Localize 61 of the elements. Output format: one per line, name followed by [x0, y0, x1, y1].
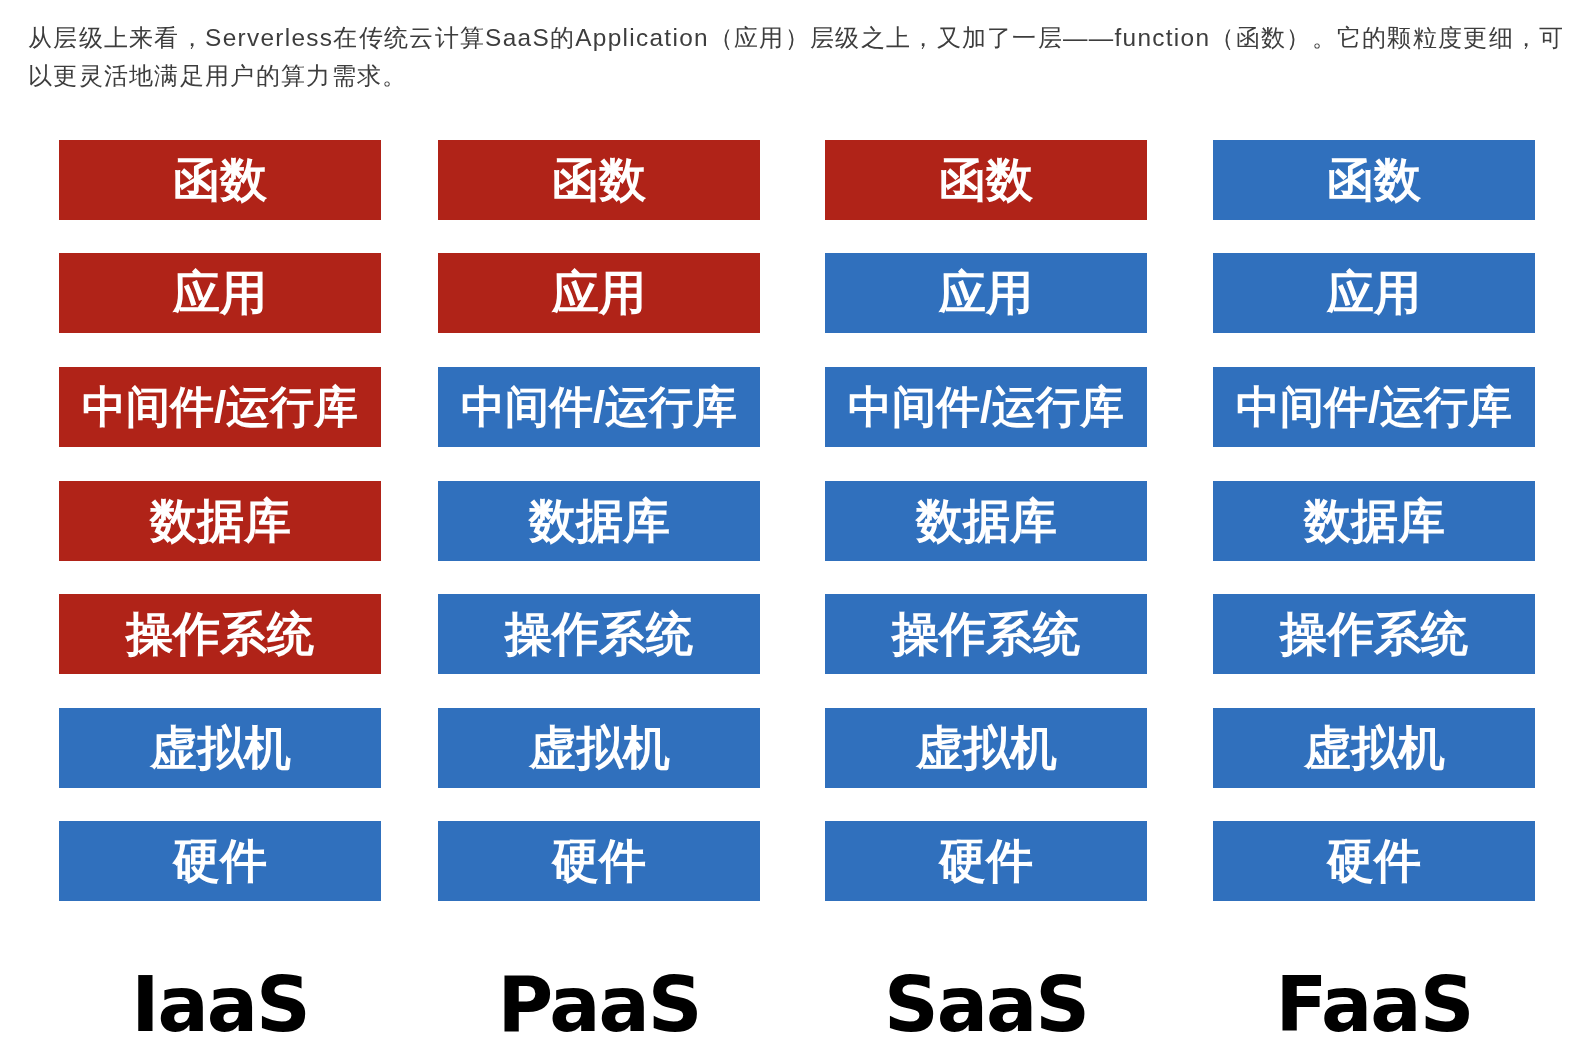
layer-box [59, 367, 381, 447]
layer-box [825, 253, 1147, 333]
layer-label: 硬件 [173, 835, 267, 887]
layer-box [438, 367, 760, 447]
layer-label: 硬件 [552, 835, 646, 887]
layer-label: 应用 [173, 267, 267, 319]
layer-box [825, 708, 1147, 788]
layer-label: 函数 [552, 154, 646, 206]
layer-box [825, 594, 1147, 674]
layer-label: 应用 [1327, 267, 1421, 319]
layer-box [59, 140, 381, 220]
layer-label: 虚拟机 [1303, 722, 1445, 774]
layer-label: 操作系统 [1280, 608, 1468, 660]
layer-label: 函数 [173, 154, 267, 206]
layer-label: 硬件 [939, 835, 1033, 887]
layer-box [59, 594, 381, 674]
layer-box [59, 481, 381, 561]
layer-box [438, 140, 760, 220]
layer-label: 操作系统 [505, 608, 693, 660]
layer-label: 数据库 [149, 495, 291, 547]
layer-box [438, 821, 760, 901]
layer-box [438, 481, 760, 561]
layer-label: 函数 [1327, 154, 1421, 206]
layer-box [825, 821, 1147, 901]
layer-label: 数据库 [1303, 495, 1445, 547]
layer-label: 虚拟机 [915, 722, 1057, 774]
layer-label: 函数 [939, 154, 1033, 206]
layer-label: 中间件/运行库 [81, 381, 359, 433]
layer-box [438, 708, 760, 788]
layer-label: 数据库 [915, 495, 1057, 547]
layer-box [59, 708, 381, 788]
layer-box [1213, 594, 1535, 674]
column-label: IaaS [131, 965, 309, 1045]
layer-label: 应用 [552, 267, 646, 319]
column-label: FaaS [1275, 965, 1473, 1045]
layer-box [438, 253, 760, 333]
layer-box [1213, 367, 1535, 447]
layer-label: 硬件 [1327, 835, 1421, 887]
layer-box [438, 594, 760, 674]
layer-label: 中间件/运行库 [460, 381, 738, 433]
layer-label: 操作系统 [126, 608, 314, 660]
layer-box [1213, 481, 1535, 561]
layer-label: 虚拟机 [149, 722, 291, 774]
layer-label: 应用 [939, 267, 1033, 319]
layer-box [59, 821, 381, 901]
layer-box [1213, 821, 1535, 901]
layer-box [1213, 140, 1535, 220]
layer-box [825, 367, 1147, 447]
layer-label: 中间件/运行库 [847, 381, 1125, 433]
column-label: PaaS [497, 965, 701, 1045]
layer-box [825, 140, 1147, 220]
layer-label: 中间件/运行库 [1235, 381, 1513, 433]
layer-label: 虚拟机 [528, 722, 670, 774]
layer-box [1213, 708, 1535, 788]
layer-box [59, 253, 381, 333]
column-label: SaaS [883, 965, 1088, 1045]
layer-label: 数据库 [528, 495, 670, 547]
layer-box [1213, 253, 1535, 333]
layer-label: 操作系统 [892, 608, 1080, 660]
intro-paragraph: 从层级上来看，Serverless在传统云计算SaaS的Application（应用）层级之上，又加了一层——function（函数）。它的颗粒度更细，可以更灵活地满足用户的算力需求。 [28, 23, 1566, 91]
layer-box [825, 481, 1147, 561]
